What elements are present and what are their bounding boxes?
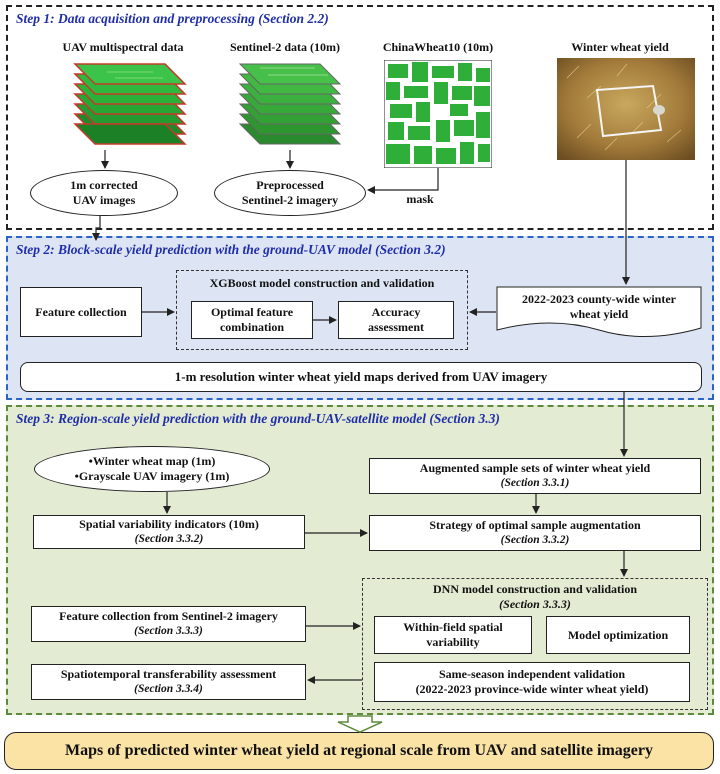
spatial-var-section: (Section 3.3.2) (134, 533, 204, 546)
augmented-section: (Section 3.3.1) (500, 477, 570, 490)
spatial-variability-box: Spatial variability indicators (10m) (Se… (33, 515, 305, 549)
sentinel2-stack-image (238, 63, 342, 145)
strategy-text: Strategy of optimal sample augmentation (429, 518, 641, 533)
preprocessed-s2-line1: Preprocessed (256, 178, 324, 192)
winter-wheat-yield-label: Winter wheat yield (571, 40, 669, 54)
same-season-line2: (2022-2023 province-wide winter wheat yi… (415, 682, 649, 696)
step3-title: Step 3: Region-scale yield prediction wi… (16, 411, 500, 426)
step1-title: Step 1: Data acquisition and preprocessi… (16, 11, 329, 26)
same-season-line1: Same-season independent validation (438, 667, 626, 681)
feature-s2-text: Feature collection from Sentinel-2 image… (59, 609, 278, 624)
final-maps-text: Maps of predicted winter wheat yield at … (65, 742, 653, 759)
within-field-variability-box: Within-field spatial variability (374, 616, 532, 654)
within-field-line2: variability (426, 635, 480, 649)
input-grayscale-uav: •Grayscale UAV imagery (1m) (74, 469, 230, 483)
xgboost-group (176, 270, 468, 350)
accuracy-assessment-box: Accuracy assessment (338, 301, 454, 339)
preprocessed-sentinel2-node: Preprocessed Sentinel-2 imagery (214, 170, 366, 216)
step2-title: Step 2: Block-scale yield prediction wit… (16, 242, 446, 257)
accuracy-line1: Accuracy (371, 305, 421, 319)
corrected-uav-line2: UAV images (72, 193, 136, 207)
optimal-feature-line1: Optimal feature (210, 305, 294, 319)
dnn-title: DNN model construction and validation (S… (362, 582, 708, 612)
model-optimization-text: Model optimization (567, 627, 669, 642)
within-field-line1: Within-field spatial (403, 620, 503, 634)
preprocessed-s2-line2: Sentinel-2 imagery (241, 193, 339, 207)
dnn-text: DNN model construction and validation (432, 582, 638, 596)
model-optimization-box: Model optimization (546, 616, 690, 654)
feature-collection-text: Feature collection (35, 304, 127, 319)
uav-yield-maps-box: 1-m resolution winter wheat yield maps d… (20, 362, 702, 392)
wheat-map-grayscale-inputs: •Winter wheat map (1m) •Grayscale UAV im… (34, 446, 270, 492)
augmented-text: Augmented sample sets of winter wheat yi… (419, 461, 651, 476)
transferability-assessment-box: Spatiotemporal transferability assessmen… (31, 664, 306, 700)
winter-wheat-field-photo (557, 58, 695, 160)
sample-augmentation-strategy-box: Strategy of optimal sample augmentation … (369, 515, 701, 551)
optimal-feature-box: Optimal feature combination (191, 301, 313, 339)
dnn-section: (Section 3.3.3) (499, 597, 571, 611)
mask-label: mask (406, 192, 434, 206)
uav-multispectral-stack-image (73, 63, 187, 145)
county-yield-line2: wheat yield (569, 307, 629, 321)
strategy-section: (Section 3.3.2) (500, 534, 570, 547)
uav-data-label: UAV multispectral data (62, 40, 184, 54)
chinawheat10-map-image (384, 60, 492, 168)
transfer-section: (Section 3.3.4) (134, 683, 203, 696)
county-yield-text: 2022-2023 county-wide winter wheat yield (496, 292, 702, 322)
input-wheat-map: •Winter wheat map (1m) (88, 454, 216, 468)
optimal-feature-line2: combination (219, 320, 284, 334)
feature-collection-box: Feature collection (20, 287, 142, 337)
county-yield-box (496, 286, 702, 338)
county-yield-line1: 2022-2023 county-wide winter (522, 292, 676, 306)
transfer-text: Spatiotemporal transferability assessmen… (60, 667, 277, 682)
corrected-uav-line1: 1m corrected (70, 178, 138, 192)
chinawheat10-label: ChinaWheat10 (10m) (382, 40, 494, 54)
accuracy-line2: assessment (368, 320, 424, 334)
dnn-group (362, 578, 708, 710)
feature-s2-section: (Section 3.3.3) (134, 625, 203, 638)
augmented-sample-box: Augmented sample sets of winter wheat yi… (369, 458, 701, 494)
final-maps-box: Maps of predicted winter wheat yield at … (4, 732, 714, 770)
feature-collection-s2-box: Feature collection from Sentinel-2 image… (31, 606, 306, 642)
xgboost-title: XGBoost model construction and validatio… (209, 276, 435, 290)
sentinel2-data-label: Sentinel-2 data (10m) (230, 40, 340, 54)
spatial-var-text: Spatial variability indicators (10m) (79, 517, 259, 532)
same-season-validation-box: Same-season independent validation (2022… (374, 662, 690, 702)
corrected-uav-images-node: 1m corrected UAV images (30, 170, 178, 216)
uav-yield-maps-text: 1-m resolution winter wheat yield maps d… (174, 368, 548, 384)
